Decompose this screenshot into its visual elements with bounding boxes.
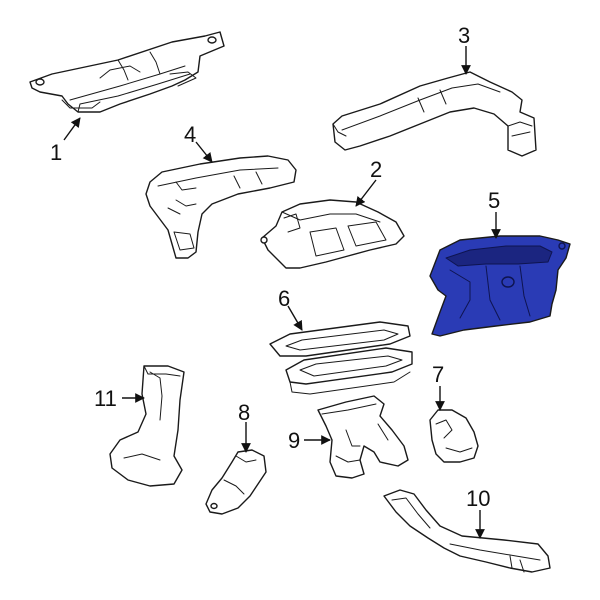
part-10-rear-duct[interactable] bbox=[383, 489, 551, 573]
leader-2 bbox=[355, 179, 377, 207]
part-5-highlighted-duct[interactable] bbox=[429, 235, 571, 337]
part-11-vertical-duct[interactable] bbox=[109, 365, 185, 487]
part-8-bracket-duct[interactable] bbox=[205, 449, 267, 515]
callout-label-7[interactable]: 7 bbox=[432, 362, 444, 387]
leader-4 bbox=[195, 141, 213, 163]
callout-label-6[interactable]: 6 bbox=[278, 286, 290, 311]
part-9-forked-duct[interactable] bbox=[317, 395, 409, 479]
callout-label-5[interactable]: 5 bbox=[488, 188, 500, 213]
callout-leaders bbox=[63, 46, 501, 539]
callout-label-10[interactable]: 10 bbox=[466, 486, 490, 511]
part-4-duct-outlet[interactable] bbox=[145, 155, 297, 259]
callout-label-1[interactable]: 1 bbox=[50, 140, 62, 165]
callout-label-3[interactable]: 3 bbox=[458, 23, 470, 48]
callout-label-2[interactable]: 2 bbox=[370, 157, 382, 182]
part-3-long-duct[interactable] bbox=[332, 71, 537, 157]
leader-6 bbox=[287, 305, 303, 331]
part-6-outlet-frames[interactable] bbox=[269, 321, 413, 395]
callout-label-9[interactable]: 9 bbox=[288, 428, 300, 453]
leader-1 bbox=[63, 117, 81, 141]
callout-label-4[interactable]: 4 bbox=[184, 122, 196, 147]
callout-label-8[interactable]: 8 bbox=[238, 400, 250, 425]
part-7-small-duct[interactable] bbox=[429, 409, 479, 463]
callout-labels: 1 2 3 4 5 6 7 8 9 10 11 bbox=[50, 23, 500, 511]
part-1-duct-frame[interactable] bbox=[29, 31, 225, 113]
callout-label-11[interactable]: 11 bbox=[94, 386, 117, 411]
part-2-center-outlet-duct[interactable] bbox=[260, 199, 405, 269]
